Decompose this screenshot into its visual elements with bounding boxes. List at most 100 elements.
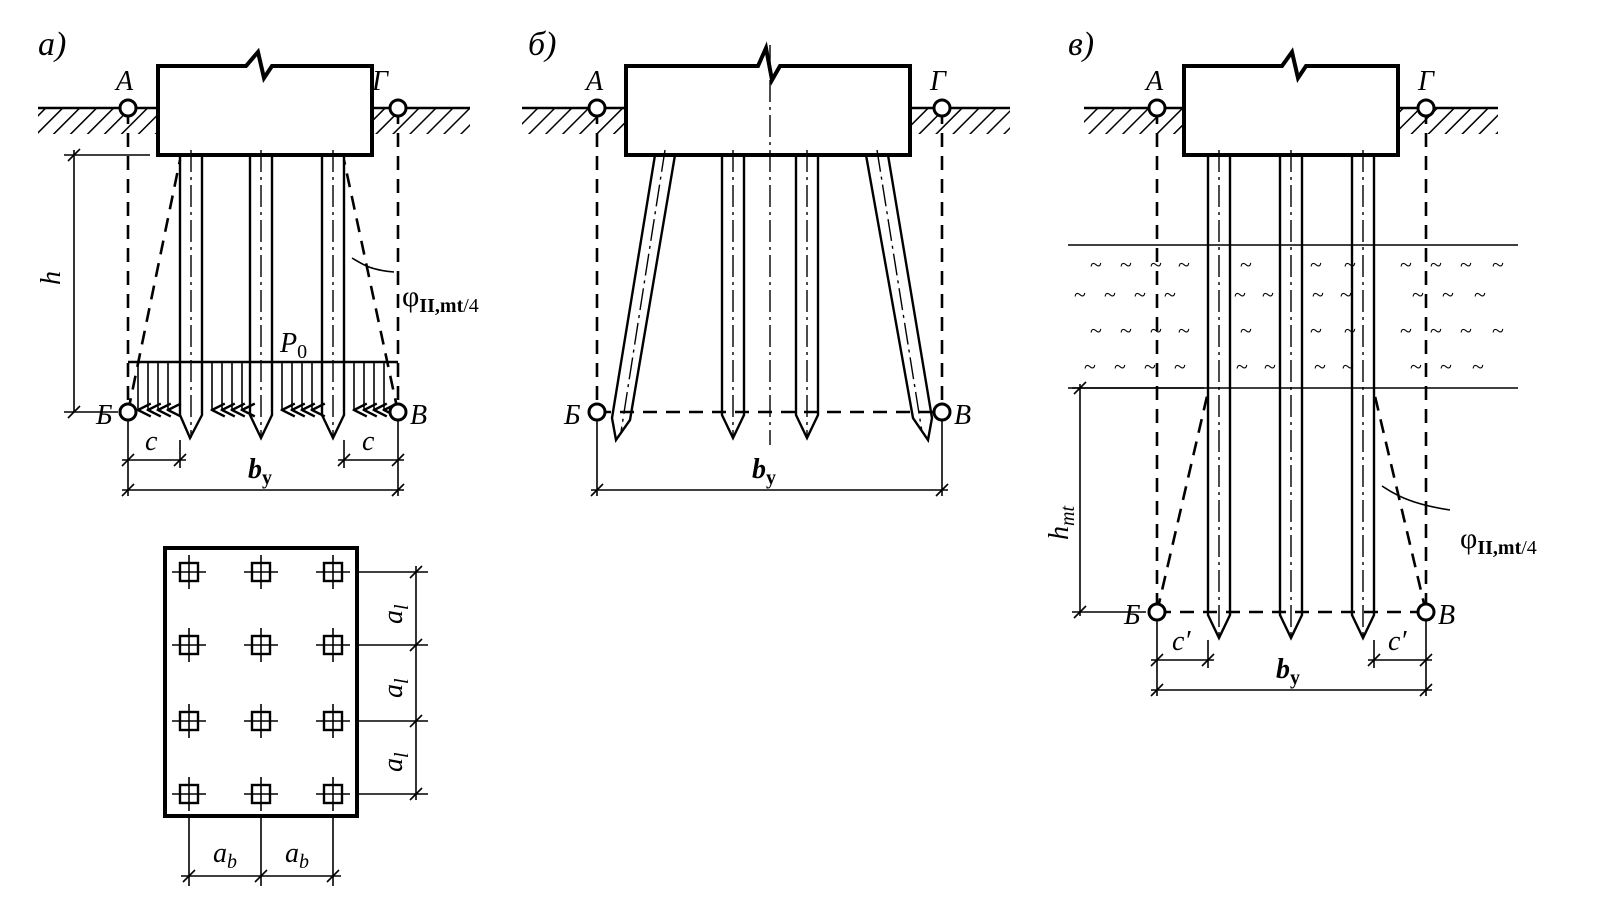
soil-hatch-left [38,108,158,134]
svg-text:~: ~ [1344,252,1356,277]
svg-text:~: ~ [1344,318,1356,343]
svg-text:~: ~ [1472,354,1484,379]
svg-text:~: ~ [1178,252,1190,277]
svg-text:~: ~ [1460,252,1472,277]
pile [1278,155,1304,641]
svg-text:~: ~ [1474,282,1486,307]
svg-text:~: ~ [1310,252,1322,277]
svg-text:~: ~ [1312,282,1324,307]
point-v-label-v: В [1438,600,1455,631]
svg-text:~: ~ [1178,318,1190,343]
svg-text:~: ~ [1400,252,1412,277]
pile [178,155,204,441]
by-label-b: bу [752,454,776,489]
pile [1206,155,1232,641]
svg-text:~: ~ [1090,318,1102,343]
plan-pile-grid [172,555,350,811]
svg-text:~: ~ [1442,282,1454,307]
svg-text:~: ~ [1400,318,1412,343]
panel-b-label: б) [528,26,556,63]
plan-pile [244,704,278,738]
point-a-node [118,98,138,118]
c-left-label: c [145,426,158,457]
soil-hatch-right [372,108,470,134]
phi-line-right-v [1372,391,1428,613]
svg-text:~: ~ [1492,318,1504,343]
svg-text:~: ~ [1084,354,1096,379]
svg-text:~: ~ [1144,354,1156,379]
svg-text:~: ~ [1236,354,1248,379]
svg-text:~: ~ [1340,282,1352,307]
al-label-2: al [378,678,413,698]
phi-line-left [126,159,182,413]
svg-text:~: ~ [1120,252,1132,277]
phi-label-v: φII,mt/4 [1460,522,1537,559]
svg-text:~: ~ [1090,252,1102,277]
svg-text:~: ~ [1114,354,1126,379]
point-v-label: В [410,400,427,431]
plan-pile [172,704,206,738]
al-label-1: al [378,604,413,624]
point-b-label-v: Б [1123,600,1141,631]
phi-line-right [342,159,400,413]
plan-pile [316,704,350,738]
pile-group [178,150,346,441]
panel-b: б) А Г Б В bу [522,26,1010,497]
point-a-label-v: А [1144,66,1164,97]
pile-cap [156,47,374,157]
point-b-node [118,402,138,422]
plan-pile [244,777,278,811]
svg-text:~: ~ [1164,282,1176,307]
c-prime-right-label: c′ [1388,626,1407,657]
point-a-label-b: А [584,66,604,97]
svg-text:~: ~ [1234,282,1246,307]
svg-text:~: ~ [1460,318,1472,343]
c-prime-left-label: c′ [1172,626,1191,657]
weak-soil-marks: ~~~~ ~~~ ~~~~ ~~~~ ~~~~ ~~~ ~~~~ ~~~ ~~~… [1074,252,1504,379]
svg-text:~: ~ [1074,282,1086,307]
point-g-label-b: Г [929,66,947,97]
panel-v: в) ~~~~ ~~~ ~~~~ ~~~~ ~~~~ ~~~ ~~~~ ~~~ … [1044,26,1537,697]
svg-text:~: ~ [1410,354,1422,379]
hmt-label: hmt [1044,506,1079,540]
svg-text:~: ~ [1264,354,1276,379]
point-v-label-b: В [954,400,971,431]
svg-text:~: ~ [1174,354,1186,379]
by-label-a: bу [248,454,272,489]
svg-text:~: ~ [1430,318,1442,343]
svg-text:~: ~ [1240,318,1252,343]
inclined-pile-left [610,154,677,444]
phi-label-a: φII,mt/4 [402,280,479,317]
pile [1350,155,1376,641]
inclined-pile-right [864,154,934,444]
pressure-arrows [138,362,384,410]
by-label-v: bу [1276,654,1300,689]
phi-leader-a [351,257,395,273]
svg-text:~: ~ [1310,318,1322,343]
panel-a: а) [36,26,479,497]
plan-pile [172,777,206,811]
point-b-label: Б [95,400,113,431]
plan-pile [244,555,278,589]
svg-text:~: ~ [1492,252,1504,277]
svg-text:~: ~ [1314,354,1326,379]
al-label-3: al [378,752,413,772]
point-v-node [388,402,408,422]
h-label: h [36,271,67,285]
svg-text:~: ~ [1134,282,1146,307]
ab-label-1: ab [213,838,237,873]
svg-text:~: ~ [1440,354,1452,379]
point-g-label: Г [371,66,389,97]
plan-pile [316,628,350,662]
panel-a-label: а) [38,26,66,63]
point-b-label-b: Б [563,400,581,431]
plan-view: al al al ab ab [163,546,428,886]
plan-pile [244,628,278,662]
point-g-label-v: Г [1417,66,1435,97]
c-right-label: c [362,426,375,457]
svg-text:~: ~ [1412,282,1424,307]
svg-text:~: ~ [1150,252,1162,277]
point-g-node [388,98,408,118]
plan-pile [316,555,350,589]
ab-label-2: ab [285,838,309,873]
